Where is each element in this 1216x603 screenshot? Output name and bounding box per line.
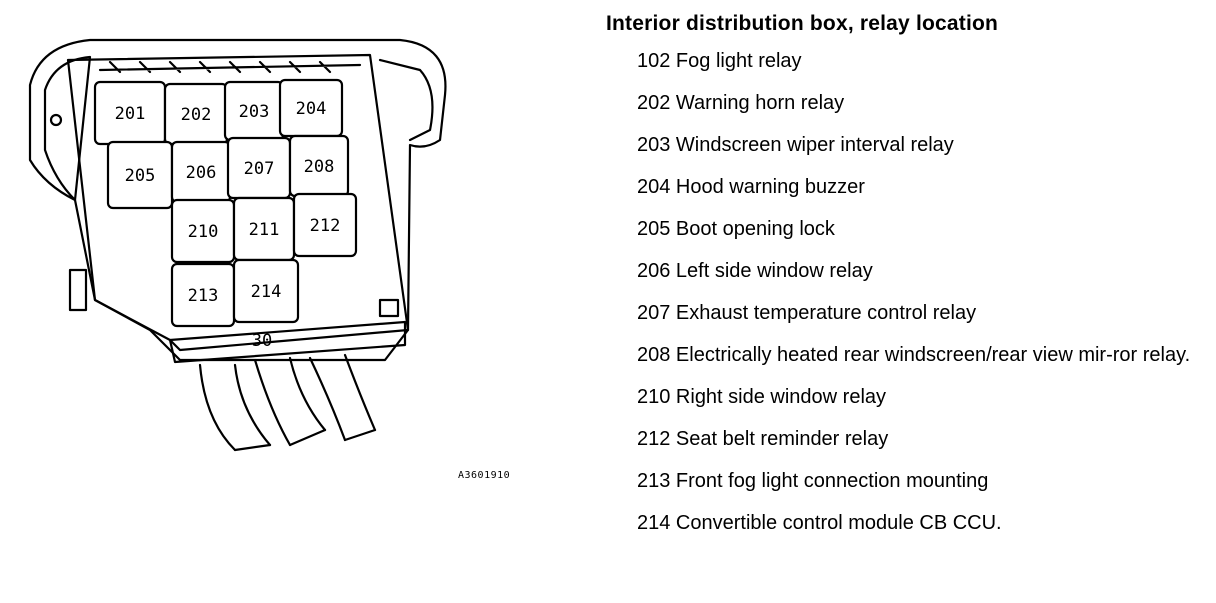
frame-top-ribs: [98, 60, 362, 74]
legend-item: 102 Fog light relay: [637, 50, 802, 72]
frame-outline: [66, 53, 410, 352]
cable-ends: [233, 428, 377, 452]
relay-label: 201: [115, 104, 146, 124]
housing-inner-right: [378, 58, 434, 142]
legend-item: 204 Hood warning buzzer: [637, 176, 865, 198]
housing-inner-left: [43, 55, 92, 202]
connector-row: [168, 320, 407, 364]
mount-hole-left: [49, 113, 63, 127]
legend-title: Interior distribution box, relay locatio…: [606, 12, 999, 35]
legend-item: 203 Windscreen wiper interval relay: [637, 134, 954, 156]
legend-item: 213 Front fog light connection mounting: [637, 470, 989, 492]
relay-label: 206: [186, 163, 217, 183]
tab-left: [68, 268, 88, 312]
legend-item: 208 Electrically heated rear windscreen/…: [637, 344, 1191, 366]
relay-214: [232, 258, 300, 324]
relay-label: 213: [188, 286, 219, 306]
legend-item: 206 Left side window relay: [637, 260, 873, 282]
figure-id: A3601910: [458, 470, 511, 481]
legend-item: 210 Right side window relay: [637, 386, 887, 408]
legend-item: 205 Boot opening lock: [637, 218, 835, 240]
relay-box-drawing: 201 202 203 204 205 206 207 208 210 211 212 213 214 3…: [28, 38, 447, 452]
legend-item: 214 Convertible control module CB CCU.: [637, 512, 1002, 534]
relay-label: 208: [304, 157, 335, 177]
relay-box-diagram: 201 202 203 204 205 206 207 208 210 211 212 213 214 3…: [0, 0, 580, 598]
legend-list: 102 Fog light relay 202 Warning horn rel…: [606, 46, 1206, 539]
relay-212: [292, 192, 358, 258]
tab-right: [378, 298, 400, 318]
relay-label: 205: [125, 166, 156, 186]
relay-legend: Interior distribution box, relay locatio…: [606, 12, 1206, 550]
relay-label: 207: [244, 159, 275, 179]
relay-label: 202: [181, 105, 212, 125]
legend-item: 212 Seat belt reminder relay: [637, 428, 889, 450]
relay-label: 211: [249, 220, 280, 240]
housing-outline: [28, 38, 447, 362]
relay-label: 212: [310, 216, 341, 236]
relay-label: 210: [188, 222, 219, 242]
relay-label: 203: [239, 102, 270, 122]
relay-label: 204: [296, 99, 327, 119]
cable-right: [308, 353, 377, 442]
cable-left: [198, 363, 272, 452]
connector-label: 30: [252, 331, 272, 351]
legend-item: 202 Warning horn relay: [637, 92, 845, 114]
relay-label: 214: [251, 282, 282, 302]
cable-middle: [253, 356, 327, 447]
legend-item: 207 Exhaust temperature control relay: [637, 302, 977, 324]
